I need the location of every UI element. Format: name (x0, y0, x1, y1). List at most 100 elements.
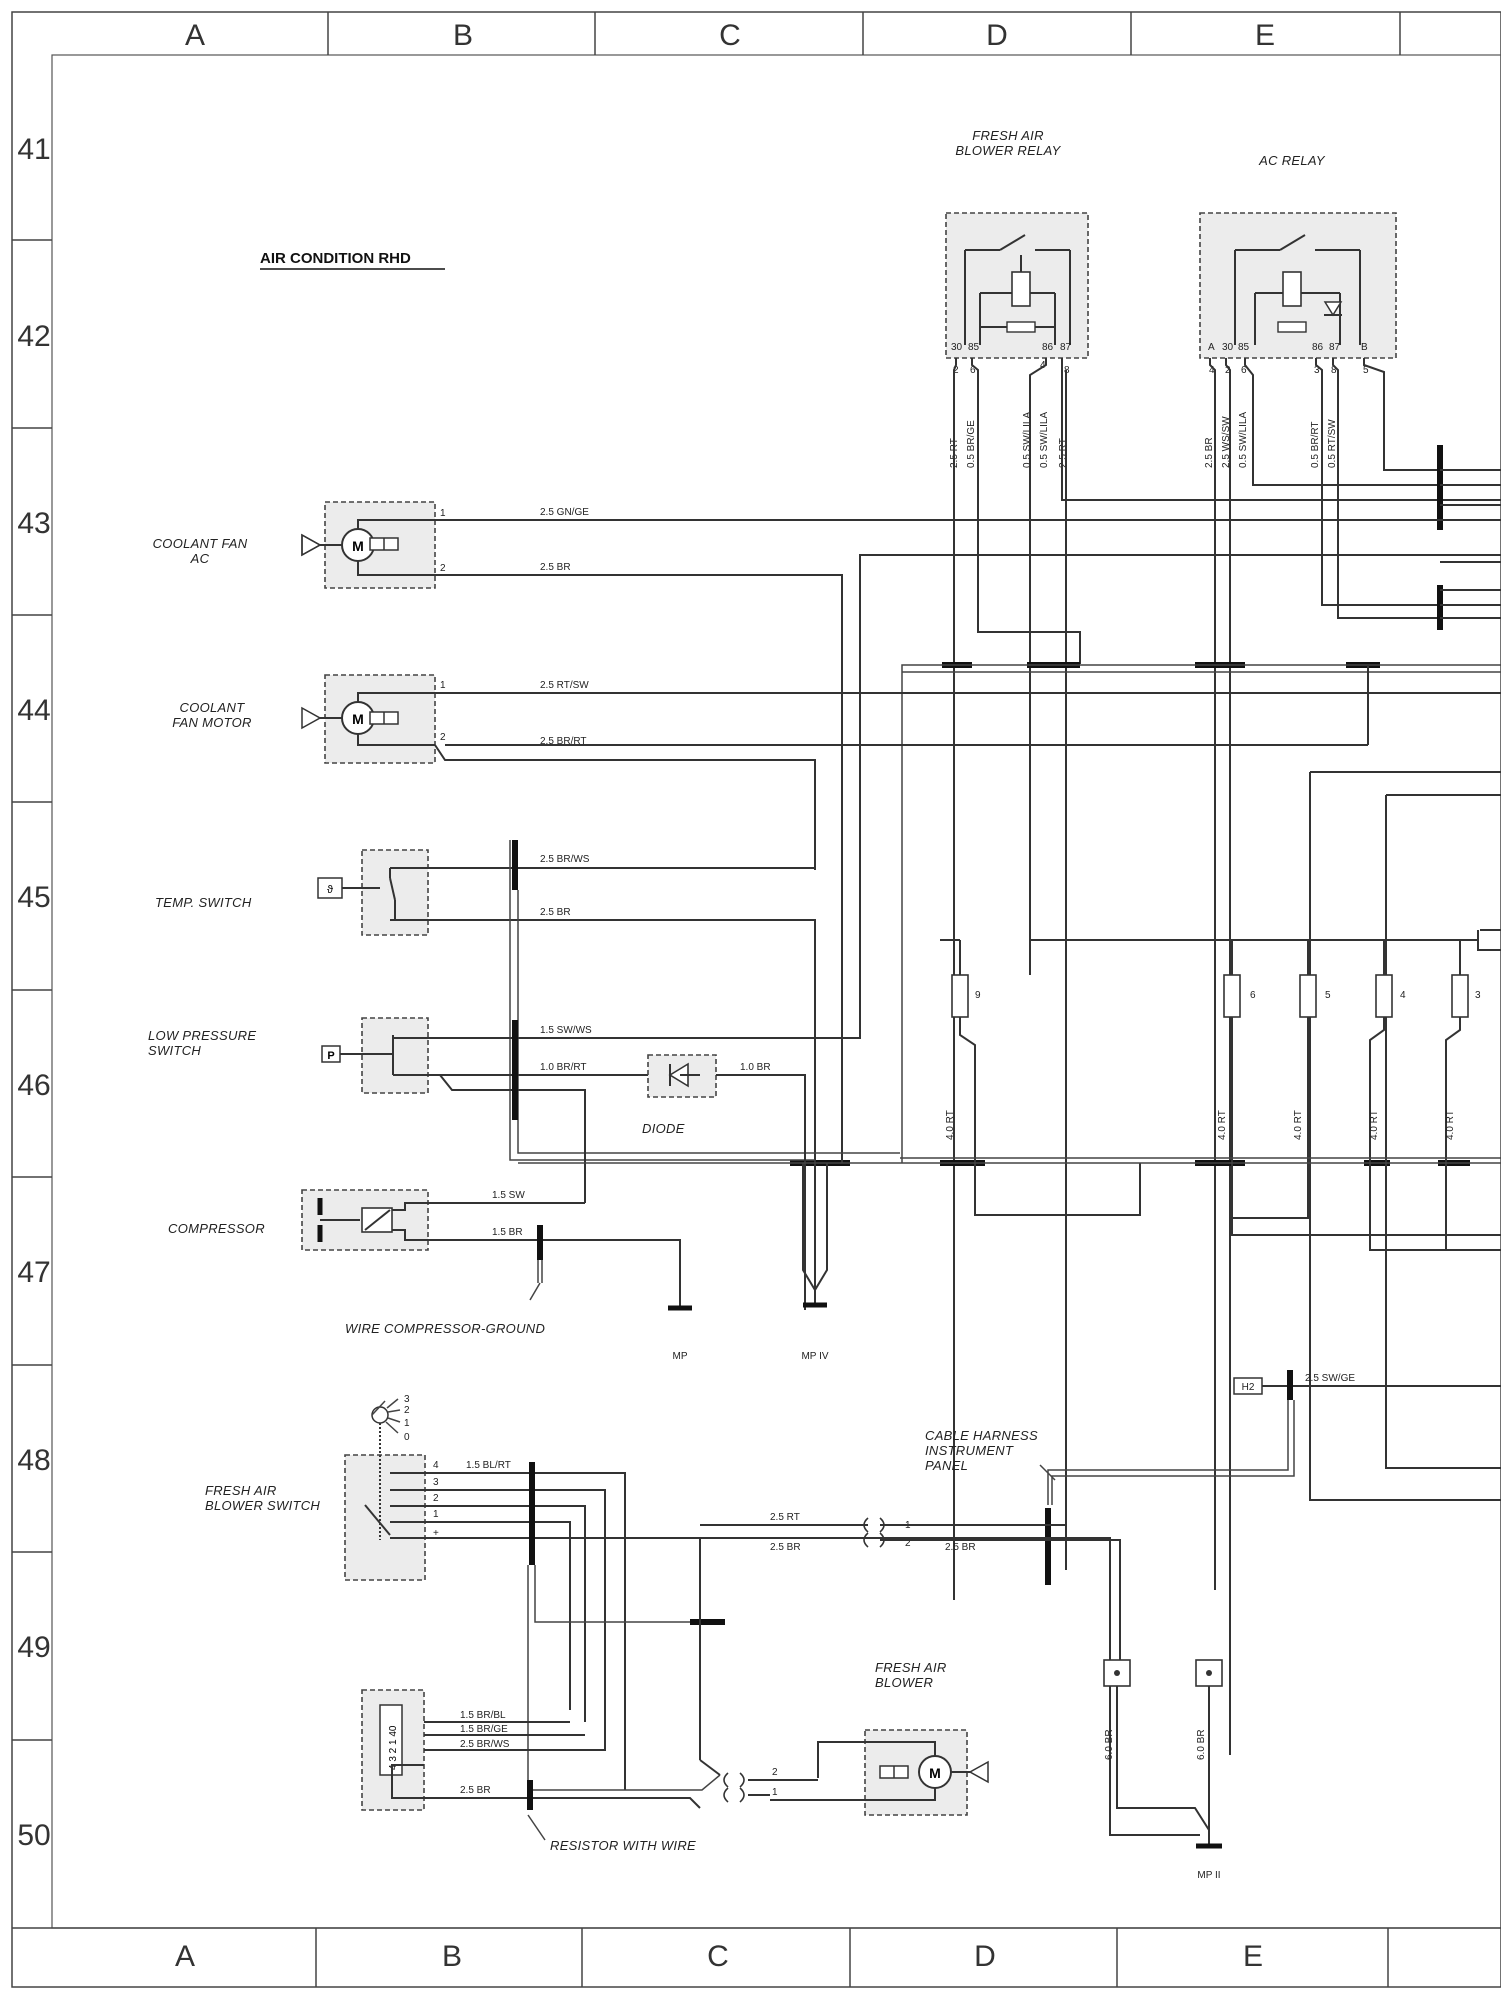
wire-label-conn-br: 2.5 BR (770, 1542, 801, 1553)
blower-switch-wires: 1.5 BL/RT (425, 1460, 1200, 1836)
col-label-top-b: B (453, 19, 473, 52)
relay-wire-label-6: 2.5 BR (1204, 437, 1215, 468)
relay2-pin-a: A (1208, 342, 1215, 353)
fuse-9-wire-label: 4.0 RT (945, 1110, 956, 1140)
relay2-pin-86: 86 (1312, 342, 1324, 353)
wire-label-lp-2: 1.0 BR/RT (540, 1062, 587, 1073)
resistor-with-wire-label: RESISTOR WITH WIRE (550, 1838, 696, 1853)
wire-label-diode-out: 1.0 BR (740, 1062, 771, 1073)
relay1-pin-85: 85 (968, 342, 980, 353)
fuse-4 (1375, 974, 1393, 1018)
knob-icon (371, 1406, 389, 1424)
wire-label-bs-4: 1.5 BL/RT (466, 1460, 511, 1471)
blower-switch-housing (344, 1454, 426, 1581)
col-label-top-c: C (719, 19, 741, 52)
bs-pin-1: 1 (433, 1509, 439, 1520)
low-pressure-switch-label-text-line-2: SWITCH (148, 1043, 201, 1058)
fresh-air-blower-relay-label-text: FRESH AIR (972, 128, 1044, 143)
cf-ac-pin-2: 2 (440, 563, 446, 574)
blower-pin-1: 1 (772, 1787, 778, 1798)
svg-text:ϑ: ϑ (327, 884, 333, 896)
diode-label: DIODE (642, 1121, 685, 1136)
row-label-47: 47 (17, 1256, 50, 1289)
cf-m-pin-2: 2 (440, 732, 446, 743)
relay2-wire-2: 2 (1225, 365, 1231, 376)
wire-label-res-2: 1.5 BR/GE (460, 1724, 508, 1735)
fresh-air-blower-relay-label-text-line-2: BLOWER RELAY (955, 143, 1061, 158)
blower-fan-icon (968, 1760, 989, 1784)
relay2-wire-8: 8 (1331, 365, 1337, 376)
wire-label-gnd-2: 6.0 BR (1196, 1729, 1207, 1760)
wire-label-conn-rt: 2.5 RT (770, 1512, 800, 1523)
col-label-bottom-c: C (707, 1940, 729, 1973)
fuse-3-label: 3 (1475, 990, 1481, 1001)
h2-connector: H2 2.5 SW/GE (1047, 1370, 1501, 1505)
compressor: COMPRESSOR (168, 1189, 429, 1251)
relay2-resistor (1277, 321, 1307, 333)
wire-label-cf-ac-1: 2.5 GN/GE (540, 507, 589, 518)
outer-frame (11, 11, 1501, 1988)
right-harness (901, 469, 1501, 1501)
knob-pos-2: 2 (404, 1405, 410, 1416)
fuse-4-label: 4 (1400, 990, 1406, 1001)
inline-connector: 2.5 RT 2.5 BR 1 2 2.5 BR (699, 1512, 1121, 1760)
relay-wire-label-9: 0.5 BR/RT (1310, 422, 1321, 469)
fuse-3-wire-label: 4.0 RT (1445, 1110, 1456, 1140)
row-label-45: 45 (17, 881, 50, 914)
knob-pos-1: 1 (404, 1418, 410, 1429)
col-label-top-d: D (986, 19, 1008, 52)
fresh-air-blower-label-text-line-2: BLOWER (875, 1675, 933, 1690)
ground-mp-ii: 6.0 BR 6.0 BR MP II (1103, 1659, 1223, 1881)
bs-pin-plus: + (433, 1528, 439, 1539)
fuse-9-label: 9 (975, 990, 981, 1001)
temp-switch-wires: 2.5 BR/WS 2.5 BR (428, 840, 900, 1163)
col-label-top-e: E (1255, 19, 1275, 52)
fuse-6-wire-label: 4.0 RT (1217, 1110, 1228, 1140)
wire-label-h2: 2.5 SW/GE (1305, 1373, 1355, 1384)
wire-label-res-4: 2.5 BR (460, 1785, 491, 1796)
relay1-wire-6: 6 (970, 365, 976, 376)
relay2-wire-3: 3 (1314, 365, 1320, 376)
svg-text:M: M (352, 711, 364, 727)
wire-compressor-ground-label: WIRE COMPRESSOR-GROUND (345, 1321, 545, 1336)
temp-switch-label: TEMP. SWITCH (155, 895, 252, 910)
fuse-9 (951, 974, 969, 1018)
knob-pos-0: 0 (404, 1432, 410, 1443)
fuse-6-label: 6 (1250, 990, 1256, 1001)
relay2-wire-5: 5 (1363, 365, 1369, 376)
relay-wire-label-10: 0.5 RT/SW (1327, 419, 1338, 468)
relay-wire-label-5: 2.5 RT (1058, 438, 1069, 468)
relay2-pin-87: 87 (1329, 342, 1341, 353)
fan-blade-icon-2 (301, 706, 322, 730)
wire-label-cf-m-2: 2.5 BR/RT (540, 736, 587, 747)
ac-relay: AC RELAY A 30 85 86 87 B 4 2 6 3 8 5 (1199, 153, 1397, 376)
relay-wire-label-4: 0.5 SW/LILA (1039, 412, 1050, 468)
temp-switch: TEMP. SWITCH ϑ (155, 849, 429, 936)
relay-wire-label-7: 2.5 WS/SW (1221, 416, 1232, 468)
diode: 1.0 BR DIODE (642, 1054, 806, 1310)
row-label-49: 49 (17, 1631, 50, 1664)
wire-label-lp-1: 1.5 SW/WS (540, 1025, 592, 1036)
cable-harness-label-text-line-3: PANEL (925, 1458, 968, 1473)
row-label-43: 43 (17, 507, 50, 540)
row-label-50: 50 (17, 1819, 50, 1852)
wire-label-comp-2: 1.5 BR (492, 1227, 523, 1238)
row-label-44: 44 (17, 694, 50, 727)
wire-label-ts-2: 2.5 BR (540, 907, 571, 918)
fresh-air-blower-switch-label-text: FRESH AIR (205, 1483, 277, 1498)
svg-text:M: M (929, 1765, 941, 1781)
relay1-pin-86: 86 (1042, 342, 1054, 353)
wire-label-cf-m-1: 2.5 RT/SW (540, 680, 589, 691)
cf-ac-pin-1: 1 (440, 508, 446, 519)
relay1-wire-4: 4 (1040, 360, 1046, 371)
